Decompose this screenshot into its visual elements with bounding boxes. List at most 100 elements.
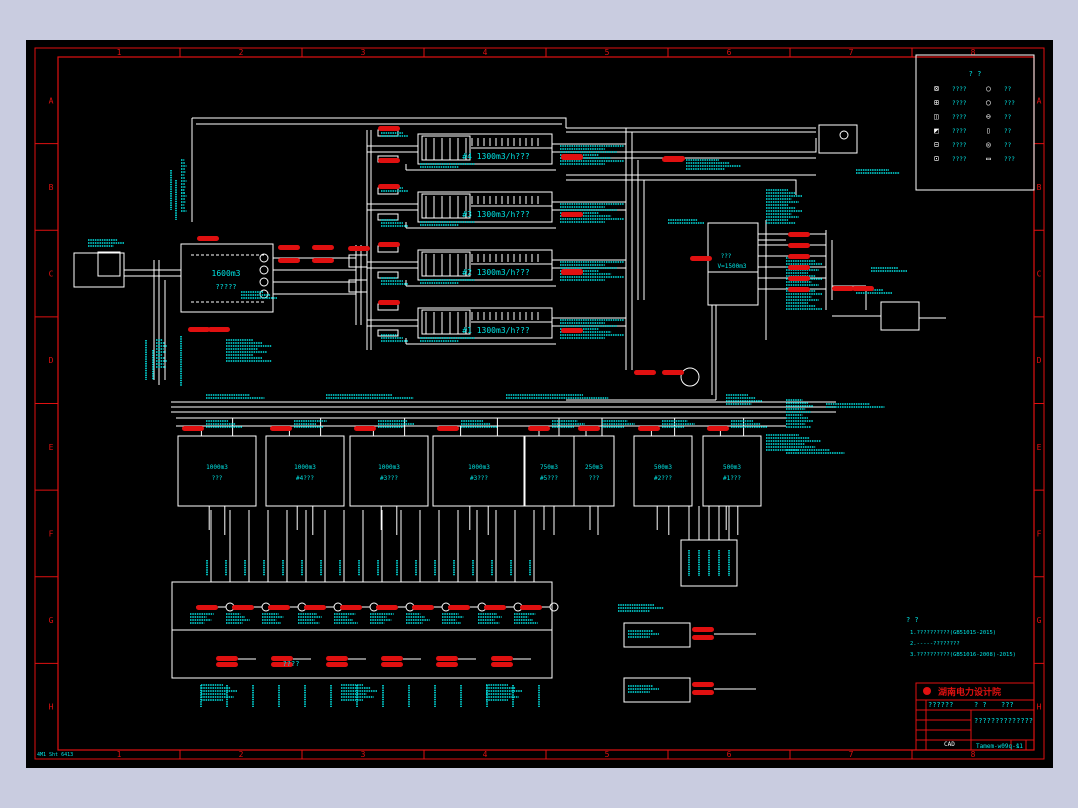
valve-tag bbox=[788, 265, 810, 270]
grid-row-label: F bbox=[1037, 529, 1042, 538]
valve-tag bbox=[852, 286, 874, 291]
grid-row-label: C bbox=[1037, 270, 1042, 279]
valve-tag bbox=[304, 605, 326, 610]
dosing-box bbox=[880, 301, 920, 331]
title-block: 湖南电力设计院 ?????? ? ? ??? ?????????????? CA… bbox=[915, 682, 1035, 751]
valve-tag bbox=[528, 426, 550, 431]
valve-tag bbox=[268, 605, 290, 610]
legend-symbol: ◩ bbox=[934, 126, 939, 135]
storage-name: #2??? bbox=[654, 475, 672, 482]
storage-name: #1??? bbox=[723, 475, 741, 482]
valve-tag bbox=[381, 656, 403, 661]
storage-tank bbox=[523, 435, 575, 507]
pipe bbox=[566, 138, 817, 153]
flow-meter-box bbox=[818, 124, 858, 154]
title-block-drawing-name: ?????????????? bbox=[974, 717, 1033, 725]
filter-unit bbox=[417, 249, 553, 281]
valve-tag bbox=[378, 242, 400, 247]
storage-name: ??? bbox=[212, 475, 223, 482]
valve-tag bbox=[182, 426, 204, 431]
grid-col-label: 4 bbox=[483, 750, 488, 759]
filter-label: #2 1300m3/h??? bbox=[462, 268, 530, 277]
corner-note: 4M1 Sht 6413 bbox=[37, 752, 73, 758]
storage-name: #3??? bbox=[470, 475, 488, 482]
valve-tag bbox=[312, 245, 334, 250]
pump-station-label: ???? bbox=[283, 660, 300, 668]
valve-tag bbox=[484, 605, 506, 610]
grid-col-label: 7 bbox=[849, 750, 854, 759]
legend-symbol: ⊞ bbox=[934, 98, 939, 107]
legend-text: ?? bbox=[1004, 86, 1012, 93]
valve-tag bbox=[232, 605, 254, 610]
legend-text: ?? bbox=[1004, 128, 1012, 135]
storage-tank bbox=[349, 435, 429, 507]
grid-col-label: 5 bbox=[605, 48, 610, 57]
grid-col-label: 2 bbox=[239, 48, 244, 57]
valve-tag bbox=[634, 370, 656, 375]
legend-text: ?? bbox=[1004, 142, 1012, 149]
valve-tags bbox=[182, 126, 874, 695]
filter-unit bbox=[417, 191, 553, 223]
valve-tag bbox=[491, 656, 513, 661]
storage-tank bbox=[177, 435, 257, 507]
grid-row-label: G bbox=[49, 616, 54, 625]
title-block-cad: CAD bbox=[944, 741, 955, 748]
grid-row-label: E bbox=[1037, 443, 1042, 452]
storage-capacity: 250m3 bbox=[585, 464, 603, 471]
valve-tag bbox=[381, 662, 403, 667]
legend-symbol: ⊟ bbox=[934, 140, 939, 149]
valve-tag bbox=[491, 662, 513, 667]
note-line: 2.-----???????? bbox=[910, 641, 960, 647]
storage-name: #4??? bbox=[296, 475, 314, 482]
pipe bbox=[192, 117, 567, 128]
legend-title: ? ? bbox=[969, 70, 982, 78]
valve-tag bbox=[832, 286, 854, 291]
valve-tag bbox=[788, 276, 810, 281]
grid-col-label: 3 bbox=[361, 48, 366, 57]
pump-icon bbox=[259, 289, 269, 299]
title-block-row: ??? bbox=[1001, 701, 1014, 709]
main-tank-name: ????? bbox=[215, 283, 236, 291]
valve-tag bbox=[788, 243, 810, 248]
title-block-company: 湖南电力设计院 bbox=[938, 686, 1001, 698]
grid-row-label: B bbox=[1037, 183, 1042, 192]
pump-icon bbox=[259, 265, 269, 275]
valve-tag bbox=[278, 245, 300, 250]
valve-tag bbox=[216, 662, 238, 667]
filter-unit bbox=[417, 133, 553, 165]
filter-label: #1 1300m3/h??? bbox=[462, 326, 530, 335]
valve-tag bbox=[378, 158, 400, 163]
grid-row-label: A bbox=[1037, 96, 1042, 105]
grid-col-label: 6 bbox=[727, 48, 732, 57]
right-tank-label: ??? bbox=[721, 253, 732, 260]
valve-tag bbox=[707, 426, 729, 431]
valve-tag bbox=[340, 605, 362, 610]
valve-tag bbox=[376, 605, 398, 610]
outer-frame bbox=[34, 47, 1045, 760]
valve-tag bbox=[692, 682, 714, 687]
valve-tag bbox=[638, 426, 660, 431]
title-block-row: ?????? bbox=[928, 701, 953, 709]
grid-row-label: D bbox=[49, 356, 54, 365]
valve-tag bbox=[662, 370, 684, 375]
main-tank bbox=[180, 243, 274, 313]
storage-capacity: 500m3 bbox=[723, 464, 741, 471]
valve-tag bbox=[378, 126, 400, 131]
valve-tag bbox=[348, 246, 370, 251]
grid-row-label: B bbox=[49, 183, 54, 192]
legend-symbol: ◎ bbox=[986, 140, 991, 149]
grid-col-label: 8 bbox=[971, 48, 976, 57]
notes: ? ?1.??????????(GB51015-2015)2.-----????… bbox=[906, 616, 1016, 658]
grid-row-label: G bbox=[1037, 616, 1042, 625]
legend-text: ???? bbox=[952, 100, 967, 107]
backwash-tank bbox=[707, 222, 759, 306]
storage-tank bbox=[432, 435, 526, 507]
valve-tag bbox=[312, 258, 334, 263]
notes-title: ? ? bbox=[906, 616, 919, 624]
filter-cell bbox=[421, 309, 471, 335]
legend-symbol: ⊠ bbox=[934, 84, 939, 93]
grid-col-label: 5 bbox=[605, 750, 610, 759]
storage-tank bbox=[573, 435, 615, 507]
